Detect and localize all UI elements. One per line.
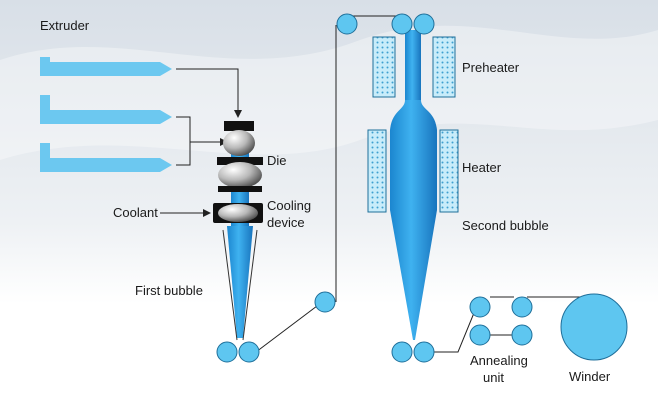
cooling-device-label-line1: Cooling [267,198,311,213]
extruder-feed-lines [176,68,239,166]
extruder-label: Extruder [40,18,90,33]
preheater-label: Preheater [462,60,520,75]
background-texture [0,25,658,160]
cooling-device [213,203,263,223]
roller-top-nip-left [391,13,413,35]
first-bubble-guide-left [222,229,238,341]
second-bubble [390,100,437,340]
die-block [217,121,263,192]
extruder-2 [40,95,172,124]
annealing-roller-top-left [469,296,491,318]
annealing-label-line1: Annealing [470,353,528,368]
die-arrow-down [234,110,242,118]
coolant-label: Coolant [113,205,158,220]
coolant-arrow-head [203,209,211,217]
annealing-roller-bottom-left [469,324,491,346]
roller-top-nip-right [413,13,435,35]
extruder-3 [40,143,172,172]
annealing-roller-top-right [511,296,533,318]
annealing-roller-bottom-right [511,324,533,346]
roller-bottom-nip-left [391,341,413,363]
heater [367,129,459,213]
die-label: Die [267,153,287,168]
roller-first-nip-right [238,341,260,363]
first-bubble-cone [227,226,253,338]
roller-guide-lower [314,291,336,313]
roller-guide-top-left [336,13,358,35]
first-bubble-label: First bubble [135,283,203,298]
second-bubble-label: Second bubble [462,218,549,233]
extruder-1 [40,57,172,76]
roller-first-nip-left [216,341,238,363]
preheater [372,36,456,98]
winder-label: Winder [569,369,611,384]
second-tube-upper [405,30,421,102]
first-bubble-guide-right [242,229,258,341]
cooling-device-label-line2: device [267,215,305,230]
film-path [255,15,603,353]
roller-bottom-nip-right [413,341,435,363]
winder-roll [560,293,628,361]
annealing-label-line2: unit [483,370,504,385]
heater-label: Heater [462,160,502,175]
